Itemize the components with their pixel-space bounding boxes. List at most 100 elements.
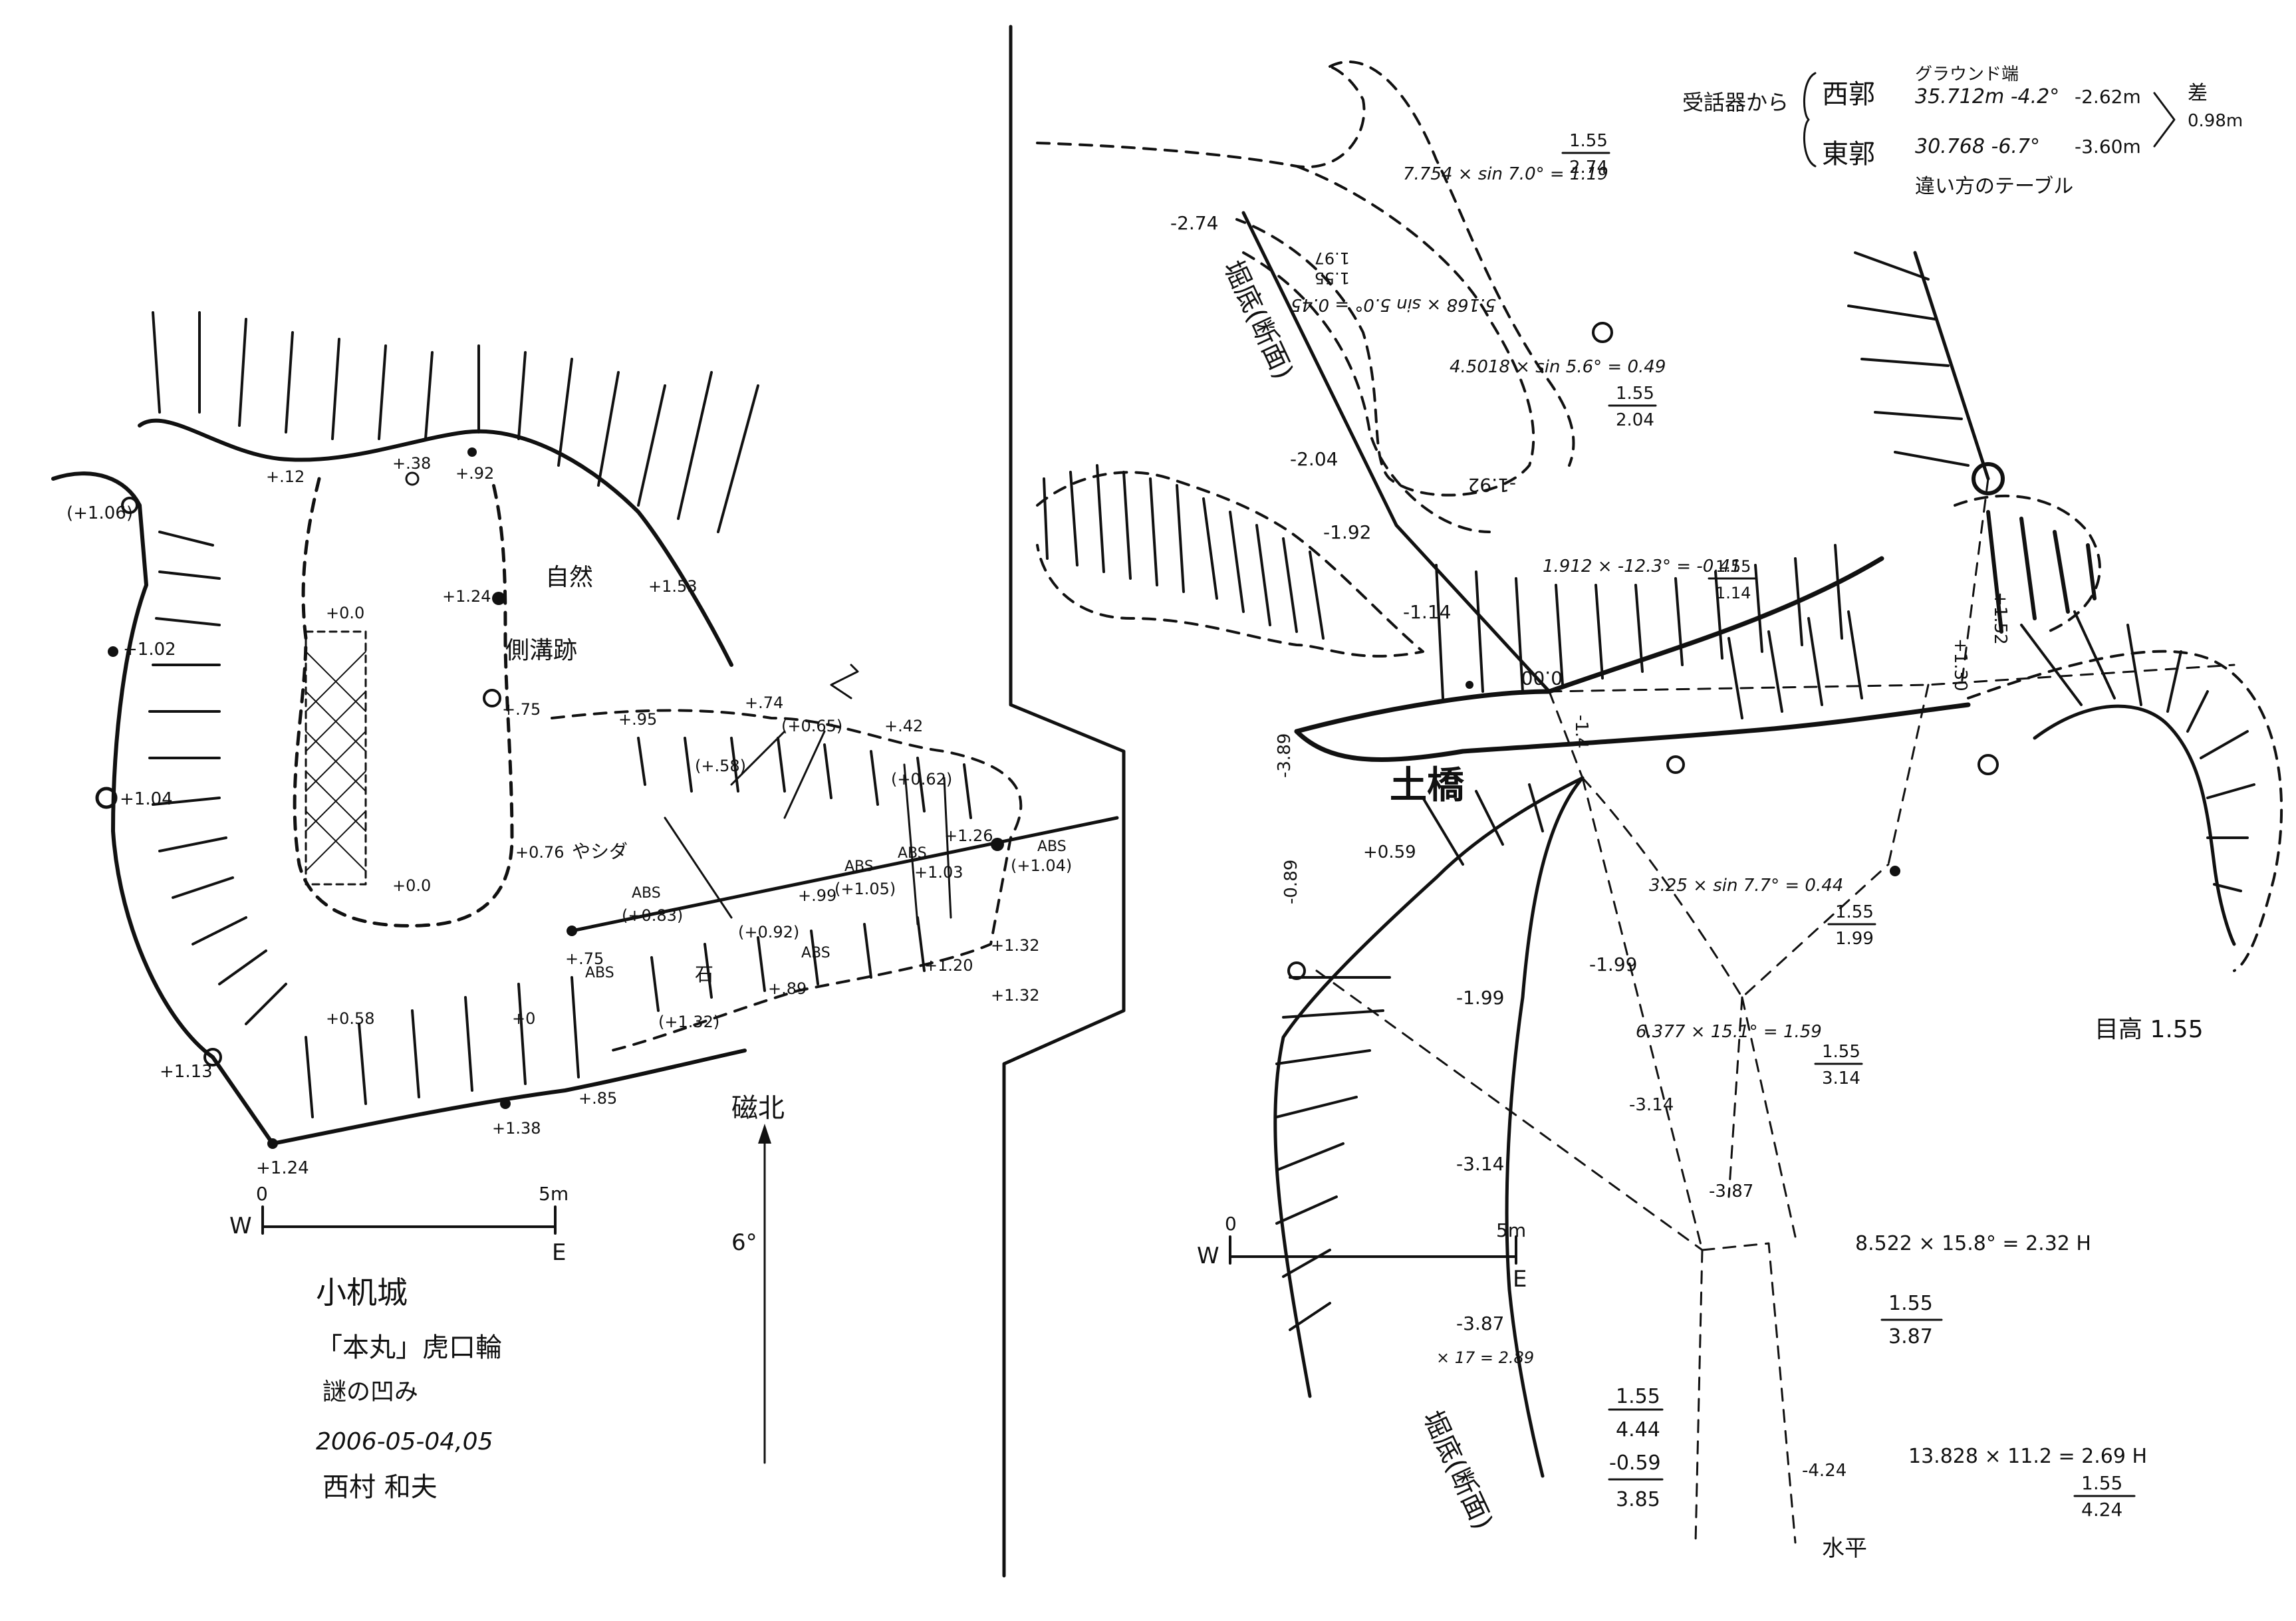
- calc-8: 13.828 × 11.2 = 2.69 H 1.55 4.24: [1908, 1445, 2147, 1521]
- rangefinder-table: 受話器から 西郭 グラウンド端 35.712m -4.2° -2.62m 東郭 …: [1682, 64, 2243, 198]
- hachures-west-slope: [1043, 464, 1325, 640]
- svg-text:+.38: +.38: [392, 454, 431, 473]
- svg-text:(+1.06): (+1.06): [66, 503, 133, 523]
- svg-text:東郭: 東郭: [1822, 139, 1875, 170]
- bridge-label: 土橋: [1390, 764, 1465, 807]
- svg-text:-4.24: -4.24: [1802, 1461, 1847, 1481]
- svg-text:(+0.62): (+0.62): [891, 770, 952, 789]
- moat-bottom-line: [1241, 211, 1551, 693]
- svg-text:3.85: 3.85: [1616, 1488, 1660, 1511]
- svg-text:-2.04: -2.04: [1290, 448, 1338, 470]
- svg-text:グラウンド端: グラウンド端: [1915, 64, 2019, 84]
- svg-text:1.14: 1.14: [1716, 584, 1751, 602]
- svg-text:+1.24: +1.24: [256, 1158, 309, 1178]
- left-spot-heights: (+1.06) +1.02 +1.04 +1.13 +1.24 +.12 +.3…: [66, 454, 1072, 1178]
- svg-text:1.55: 1.55: [1315, 269, 1350, 287]
- svg-text:+.89: +.89: [768, 979, 807, 998]
- svg-text:W: W: [1197, 1243, 1219, 1269]
- calc-9: × 17 = 2.89 1.55 4.44 -0.59 3.85: [1436, 1348, 1664, 1511]
- svg-text:0.98m: 0.98m: [2188, 111, 2243, 131]
- svg-text:受話器から: 受話器から: [1682, 90, 1789, 115]
- svg-text:3.25 × sin 7.7° = 0.44: 3.25 × sin 7.7° = 0.44: [1649, 876, 1843, 896]
- calc-7: 8.522 × 15.8° = 2.32 H 1.55 3.87: [1855, 1232, 2091, 1348]
- abs-labels: ABS ABS ABS ABS ABS ABS: [585, 838, 1067, 981]
- svg-text:5.168 × sin 5.0° = 0.45: 5.168 × sin 5.0° = 0.45: [1291, 295, 1496, 314]
- bridge-south-edge: [1294, 702, 1971, 762]
- svg-text:1.55: 1.55: [1716, 557, 1751, 576]
- eye-height: 目高 1.55: [2095, 1016, 2204, 1043]
- svg-text:× 17 = 2.89: × 17 = 2.89: [1436, 1348, 1534, 1367]
- svg-text:-1.99: -1.99: [1589, 953, 1637, 975]
- svg-text:側溝跡: 側溝跡: [505, 637, 577, 664]
- calc-6: 6.377 × 15.1° = 1.59 1.55 3.14: [1636, 1022, 1863, 1088]
- calc-5: 3.25 × sin 7.7° = 0.44 1.55 1.99: [1649, 876, 1876, 949]
- svg-text:-1.4: -1.4: [1571, 715, 1591, 749]
- survey-points: [95, 447, 1004, 1149]
- abs-line: [570, 816, 1119, 933]
- svg-text:+1.53: +1.53: [648, 577, 698, 596]
- svg-text:4.24: 4.24: [2081, 1499, 2122, 1521]
- left-plan: 磁北 6° W 0 5m E (+1.06) +1.02 +1.04 +1.13…: [51, 311, 1119, 1503]
- svg-text:自然: 自然: [545, 564, 593, 591]
- svg-text:+1.04: +1.04: [120, 789, 173, 809]
- svg-text:-3.89: -3.89: [1275, 733, 1295, 778]
- svg-text:+.42: +.42: [884, 717, 923, 735]
- svg-text:-3.14: -3.14: [1456, 1153, 1504, 1175]
- hachures-west: [148, 531, 287, 1025]
- svg-text:-1.99: -1.99: [1456, 987, 1504, 1009]
- svg-text:+1.26: +1.26: [944, 826, 993, 845]
- svg-text:1.55: 1.55: [1616, 384, 1654, 404]
- west-slope-outline: [1036, 471, 1424, 658]
- svg-text:-1.14: -1.14: [1403, 601, 1451, 623]
- svg-text:8.522 × 15.8° = 2.32 H: 8.522 × 15.8° = 2.32 H: [1855, 1232, 2091, 1255]
- svg-text:4.5018 × sin 5.6° = 0.49: 4.5018 × sin 5.6° = 0.49: [1450, 357, 1666, 377]
- svg-text:1.97: 1.97: [1315, 249, 1350, 267]
- svg-text:(+0.65): (+0.65): [781, 717, 842, 735]
- right-spot-heights: -2.74 -2.04 -1.92 -1.14 -1.92 0.00 -1.4 …: [1170, 212, 2010, 1481]
- svg-text:5m: 5m: [1496, 1219, 1526, 1241]
- hachures-east: [637, 737, 972, 1012]
- left-notes: 自然 側溝跡 やシダ 石: [505, 564, 713, 985]
- svg-text:1.912 × -12.3° = -0.41: 1.912 × -12.3° = -0.41: [1543, 557, 1741, 576]
- south-wall: [271, 1049, 747, 1146]
- declination-label: 6°: [731, 1229, 757, 1256]
- survey-points-right: [1287, 322, 2005, 980]
- svg-text:1.55: 1.55: [1569, 131, 1608, 151]
- svg-text:-3.14: -3.14: [1629, 1095, 1674, 1115]
- calc-4: 1.912 × -12.3° = -0.41 1.55 1.14: [1543, 557, 1757, 602]
- svg-text:+0.0: +0.0: [392, 876, 431, 895]
- svg-text:-3.87: -3.87: [1456, 1312, 1504, 1334]
- svg-text:13.828 × 11.2 = 2.69 H: 13.828 × 11.2 = 2.69 H: [1908, 1445, 2147, 1468]
- svg-text:0: 0: [256, 1183, 268, 1205]
- svg-text:西郭: 西郭: [1822, 79, 1875, 110]
- scale-bar-left: W 0 5m E: [229, 1183, 569, 1266]
- svg-text:+1.03: +1.03: [914, 863, 963, 882]
- south-moat-slope: [1273, 776, 1585, 1398]
- subtitle2: 謎の凹み: [322, 1378, 418, 1406]
- svg-text:-1.92: -1.92: [1323, 521, 1371, 543]
- svg-text:(+1.04): (+1.04): [1011, 856, 1072, 875]
- svg-text:差: 差: [2188, 82, 2208, 105]
- west-wall: [51, 471, 275, 1146]
- subtitle: 「本丸」虎口輪: [316, 1332, 502, 1363]
- enclosure-outline: [138, 418, 733, 667]
- svg-text:+1.24: +1.24: [442, 587, 491, 606]
- south-moat-west: [1505, 776, 1585, 1478]
- hatched-feature: [305, 630, 367, 886]
- svg-text:-2.62m: -2.62m: [2075, 86, 2141, 108]
- calc-1: 7.754 × sin 7.0° = 1.19 1.55 2.74: [1403, 131, 1610, 184]
- svg-text:+.75: +.75: [565, 949, 604, 968]
- svg-text:1.55: 1.55: [1888, 1292, 1933, 1315]
- scale-bar-right: W 0 5m E: [1197, 1213, 1527, 1293]
- svg-text:3.14: 3.14: [1822, 1068, 1860, 1088]
- title: 小机城: [316, 1275, 408, 1310]
- calc-2: 5.168 × sin 5.0° = 0.45 1.55 1.97: [1291, 249, 1496, 314]
- svg-text:-3.87: -3.87: [1709, 1182, 1753, 1201]
- survey-date: 2006-05-04,05: [316, 1428, 493, 1455]
- svg-text:E: E: [1513, 1266, 1527, 1293]
- svg-text:1.55: 1.55: [1835, 902, 1874, 922]
- bridge-north-edge: [1294, 556, 1884, 734]
- hachures-north: [152, 311, 759, 533]
- svg-text:(+.58): (+.58): [695, 757, 746, 775]
